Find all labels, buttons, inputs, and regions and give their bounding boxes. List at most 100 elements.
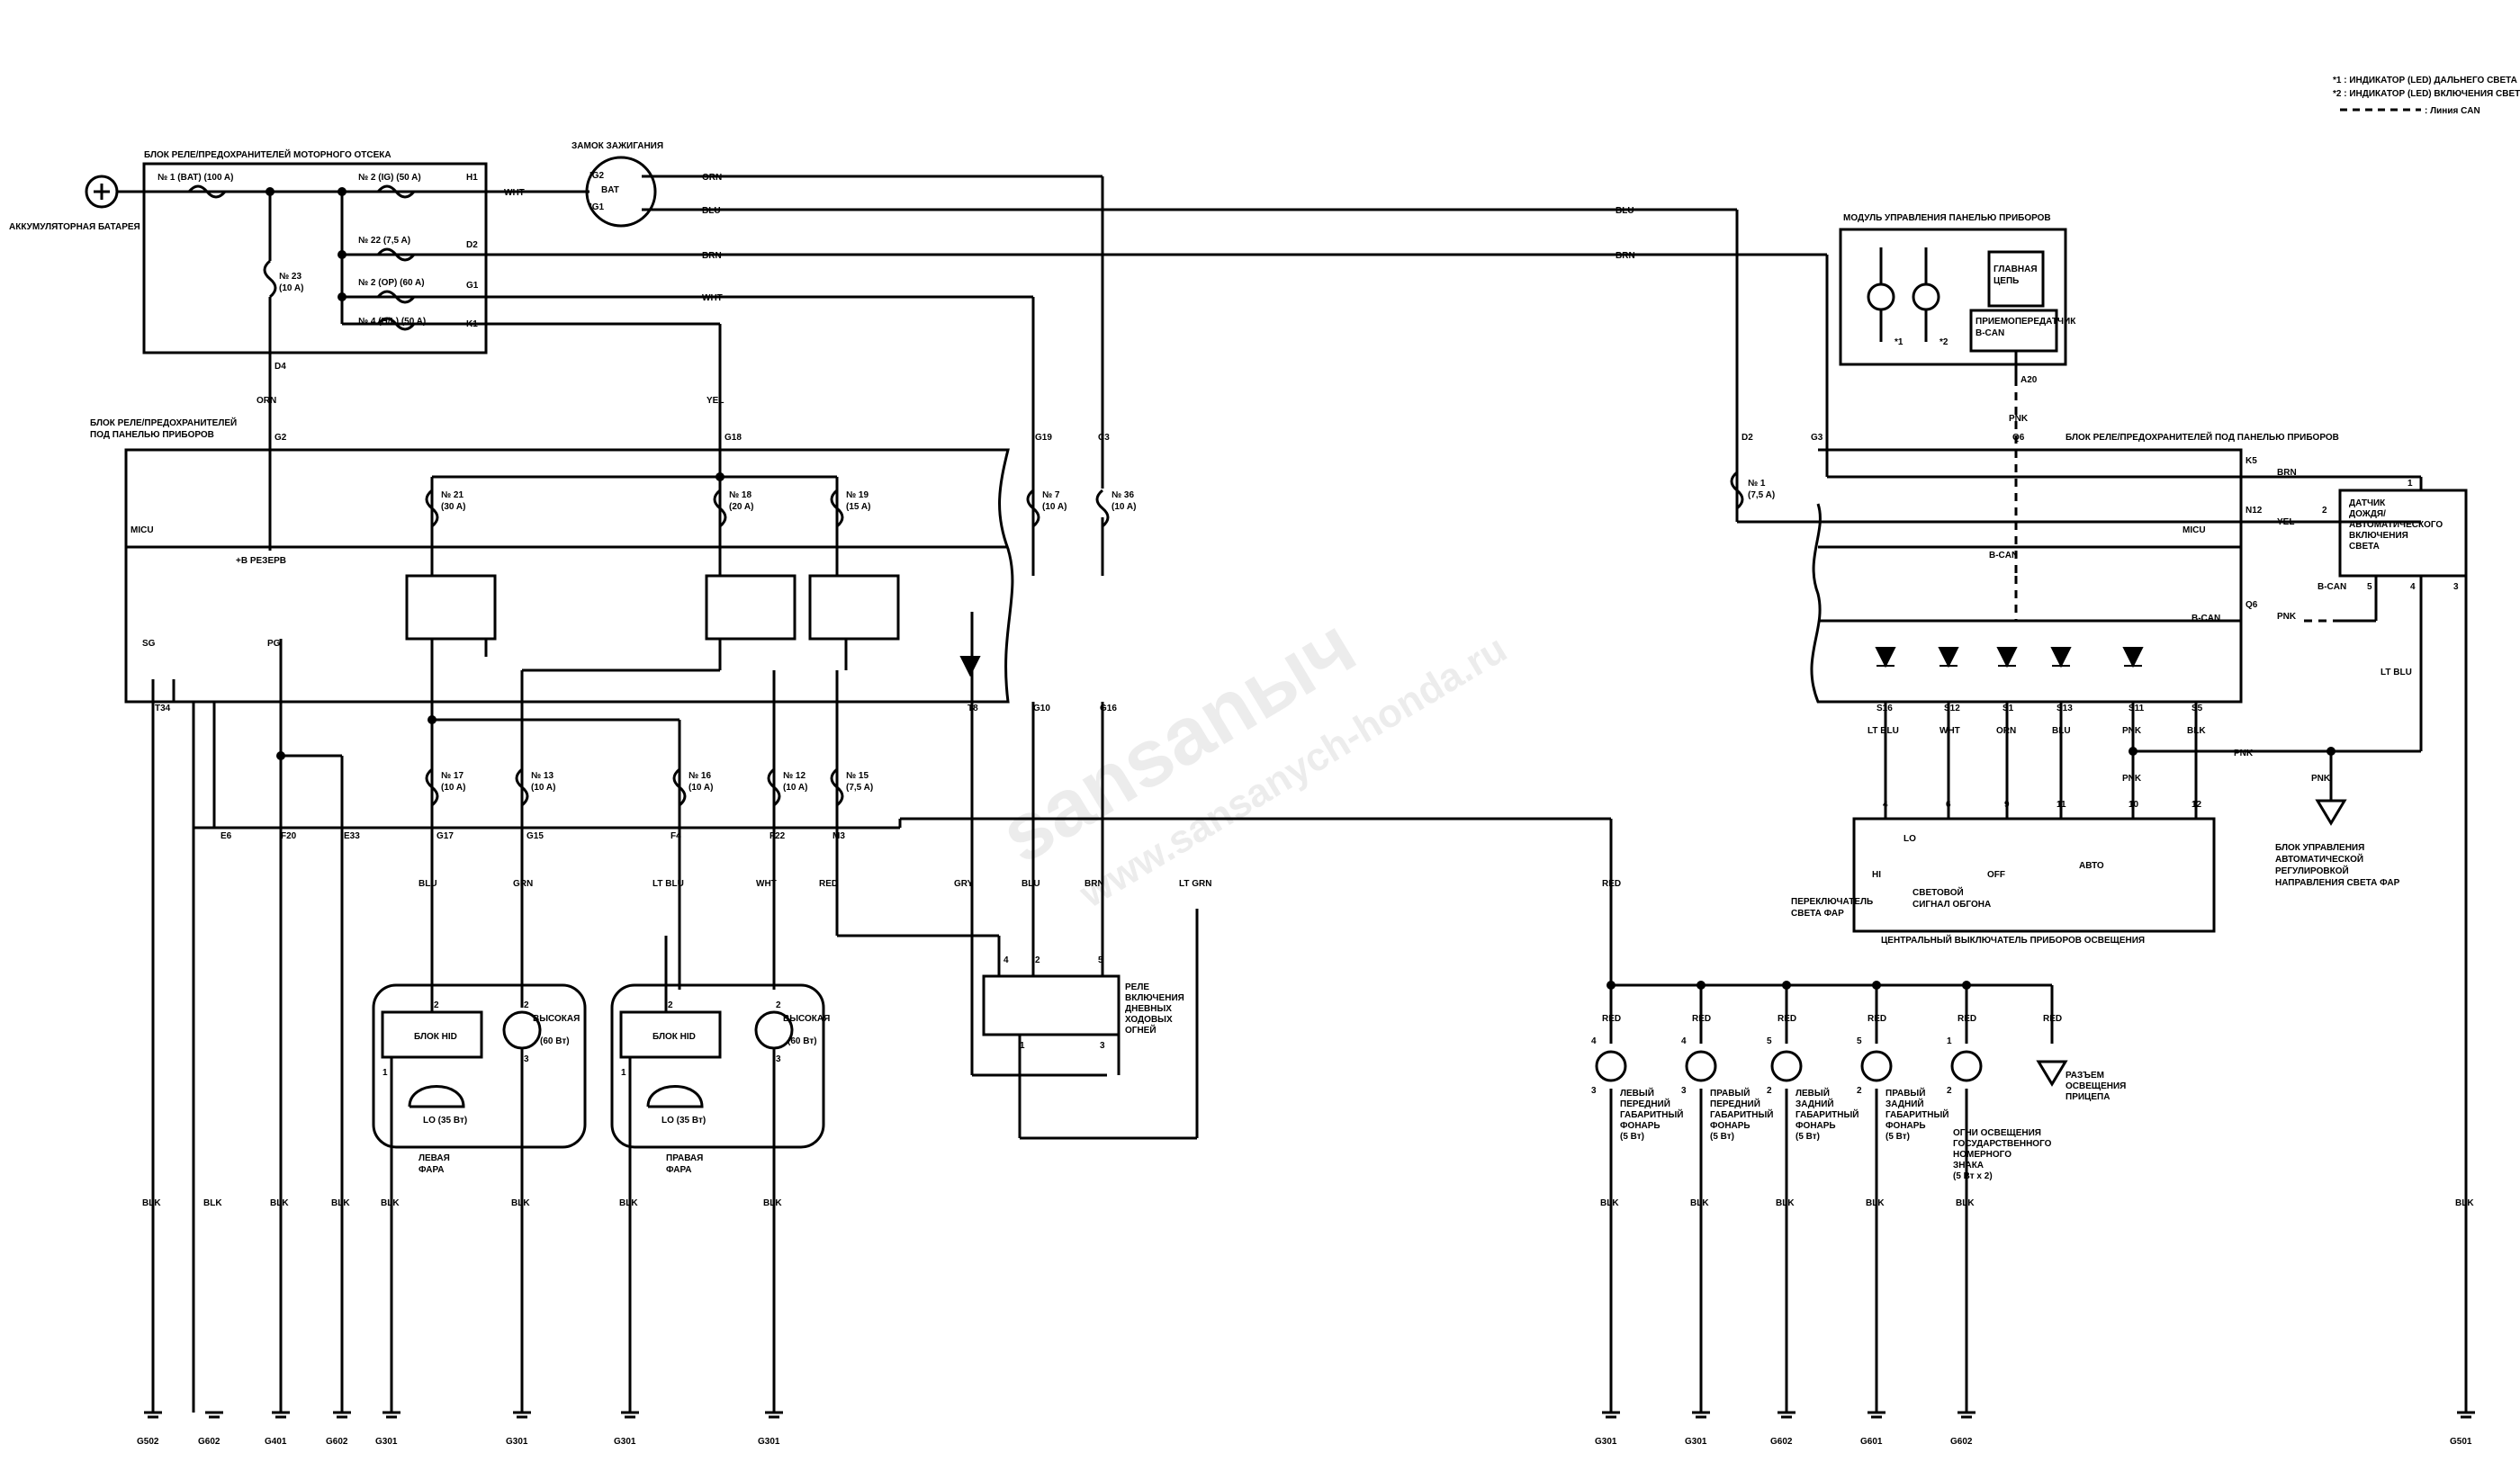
pin-s13: S13	[2056, 704, 2073, 713]
wire-orn-1: ORN	[702, 173, 722, 183]
lamp-2-l5: (5 Вт)	[1796, 1132, 1820, 1142]
wire-brn-1: BRN	[702, 251, 722, 261]
wire-orn-3: ORN	[1996, 726, 2016, 736]
right-p3: 3	[776, 1054, 781, 1064]
drl-relay-p1: 1	[1020, 1041, 1025, 1051]
fuse-21-rating: (30 A)	[441, 502, 465, 512]
wire-blu-2: BLU	[1616, 206, 1634, 216]
fuse-13-label: № 13	[531, 771, 554, 781]
wire-brn-3: BRN	[1084, 879, 1104, 889]
sensor-l5: СВЕТА	[2349, 542, 2380, 552]
gauge-main-1: ГЛАВНАЯ	[1994, 265, 2038, 274]
can-bus-lines	[2014, 378, 2378, 623]
right-name-1: ПРАВАЯ	[666, 1153, 703, 1163]
wire-red-3: RED	[1602, 1014, 1621, 1024]
lamp-1-pin-top: 4	[1681, 1036, 1687, 1046]
switch-flash-2: СИГНАЛ ОБГОНА	[1912, 900, 1991, 910]
fuse-22-label: № 22 (7,5 A)	[358, 236, 410, 246]
trailer-l2: ОСВЕЩЕНИЯ	[2066, 1081, 2126, 1091]
lamp-4-l3: НОМЕРНОГО	[1953, 1150, 2012, 1160]
pin-s1: S1	[2002, 704, 2014, 713]
pin-t34: T34	[155, 704, 171, 713]
switch-hi: HI	[1872, 870, 1881, 880]
lamp-3-l5: (5 Вт)	[1886, 1132, 1910, 1142]
lamp-2-l4: ФОНАРЬ	[1796, 1121, 1836, 1131]
wire-blu-4: BLU	[1022, 879, 1040, 889]
lamp-0-l1: ЛЕВЫЙ	[1620, 1087, 1654, 1099]
wire-brn-2: BRN	[1616, 251, 1635, 261]
left-p2b: 2	[524, 1000, 529, 1010]
leveling-l1: БЛОК УПРАВЛЕНИЯ	[2275, 843, 2364, 853]
sensor-l3: АВТОМАТИЧЕСКОГО	[2349, 520, 2443, 530]
wire-pnk-3: PNK	[2122, 774, 2142, 784]
lamp-2-pin-top: 5	[1767, 1036, 1772, 1046]
gauge-n1: *1	[1894, 337, 1904, 347]
wire-blk-9: BLK	[763, 1198, 782, 1208]
left-high-w: (60 Вт)	[540, 1036, 570, 1046]
switch-flash-1: СВЕТОВОЙ	[1912, 886, 1964, 898]
drl-relay-p5: 5	[1098, 955, 1103, 965]
wire-blk-3: BLK	[203, 1198, 222, 1208]
b-can-1: B-CAN	[1989, 551, 2018, 561]
switch-p9: 9	[2004, 800, 2010, 810]
fuse-15-label: № 15	[846, 771, 868, 781]
wire-blk-6: BLK	[381, 1198, 400, 1208]
switch-name-1: ПЕРЕКЛЮЧАТЕЛЬ	[1791, 897, 1873, 907]
pin-g2: G2	[274, 433, 287, 443]
fuse-17-rating: (10 A)	[441, 783, 465, 793]
pin-g10: G10	[1033, 704, 1050, 713]
lamp-1-l4: ФОНАРЬ	[1710, 1121, 1750, 1131]
gauge-n2: *2	[1940, 337, 1948, 347]
lamp-3-l4: ФОНАРЬ	[1886, 1121, 1926, 1131]
pin-k1: K1	[466, 319, 478, 329]
ground-symbols	[144, 1411, 2475, 1419]
lamp-0-l3: ГАБАРИТНЫЙ	[1620, 1108, 1683, 1120]
drl-relay-p3: 3	[1100, 1041, 1105, 1051]
sensor-l2: ДОЖДЯ/	[2349, 509, 2386, 519]
drl-relay-l2: ВКЛЮЧЕНИЯ	[1125, 993, 1184, 1003]
pin-pg: PG	[267, 639, 281, 649]
wire-wht-4: WHT	[1940, 726, 1960, 736]
right-p1: 1	[621, 1068, 626, 1078]
wire-wht-3: WHT	[756, 879, 777, 889]
fuse-12-label: № 12	[783, 771, 806, 781]
pin-d2: D2	[466, 240, 478, 250]
pin-s12: S12	[1944, 704, 1960, 713]
ignition-ig2: IG2	[590, 171, 605, 181]
lamp-0-l4: ФОНАРЬ	[1620, 1121, 1660, 1131]
fuse-15-rating: (7,5 A)	[846, 783, 873, 793]
fuse-ig-label: № 2 (IG) (50 A)	[358, 173, 421, 183]
pin-d4: D4	[274, 362, 286, 372]
ground-4: G301	[375, 1437, 398, 1447]
wire-lt-blu-3: LT BLU	[2380, 668, 2412, 677]
wire-pnk-6: PNK	[2311, 774, 2331, 784]
pin-t8: T8	[968, 704, 978, 713]
pin-g16: G16	[1100, 704, 1117, 713]
pin-s16: S16	[1876, 704, 1893, 713]
drl-relay-l3: ДНЕВНЫХ	[1125, 1004, 1172, 1014]
pin-q6: Q6	[2012, 433, 2025, 443]
left-name-1: ЛЕВАЯ	[418, 1153, 450, 1163]
pin-n12: N12	[2246, 506, 2263, 516]
lamp-3-pin-bot: 2	[1857, 1086, 1862, 1096]
pin-g17: G17	[436, 831, 454, 841]
lamp-1-l2: ПЕРЕДНИЙ	[1710, 1098, 1760, 1109]
drl-relay-p4: 4	[1004, 955, 1009, 965]
ground-10: G602	[1770, 1437, 1793, 1447]
wire-blu-1: BLU	[702, 206, 721, 216]
ground-12: G602	[1950, 1437, 1973, 1447]
lamp-4-l2: ГОСУДАРСТВЕННОГО	[1953, 1139, 2052, 1149]
lamp-4-pin-bot: 2	[1947, 1086, 1952, 1096]
wire-grn-1: GRN	[513, 879, 533, 889]
wire-blk-15: BLK	[2455, 1198, 2474, 1208]
lamp-1-l5: (5 Вт)	[1710, 1132, 1734, 1142]
gauge-module-title: МОДУЛЬ УПРАВЛЕНИЯ ПАНЕЛЬЮ ПРИБОРОВ	[1843, 213, 2051, 223]
left-high: ВЫСОКАЯ	[533, 1014, 580, 1024]
fuse-18-rating: (20 A)	[729, 502, 753, 512]
switch-off: OFF	[1987, 870, 2005, 880]
fuse-19-rating: (15 A)	[846, 502, 870, 512]
ignition-bat: BAT	[601, 185, 619, 195]
pin-s5: S5	[2192, 704, 2203, 713]
lamp-2-l2: ЗАДНИЙ	[1796, 1098, 1834, 1109]
trailer-l3: ПРИЦЕПА	[2066, 1092, 2110, 1102]
